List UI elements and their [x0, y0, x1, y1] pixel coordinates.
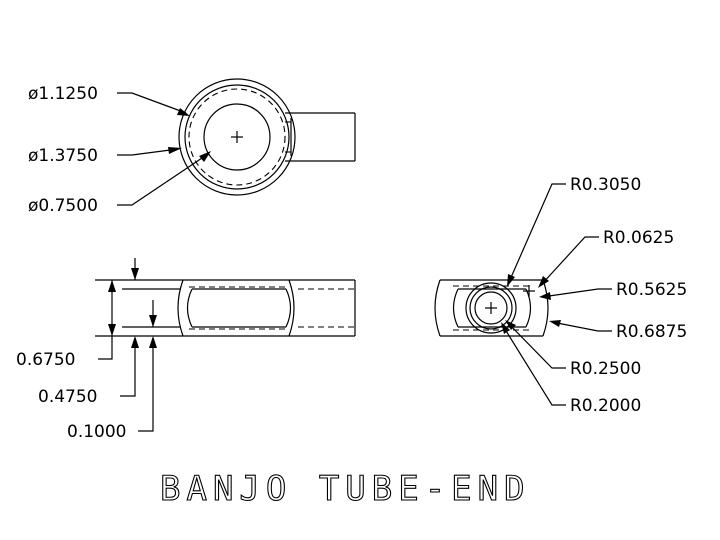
arrowhead: [539, 292, 551, 300]
leader-r1: [508, 183, 566, 283]
dim-radius-2: R0.0625: [603, 228, 674, 248]
arrowhead: [108, 280, 116, 292]
top-view: [117, 78, 356, 206]
arrowhead: [108, 324, 116, 336]
outer-bore-circle: [465, 282, 517, 334]
hidden-groove-circle: [188, 88, 286, 186]
right-inner-arc: [525, 288, 532, 328]
left-boss-arc: [177, 279, 184, 337]
leader-r5: [507, 322, 566, 369]
arrowhead: [501, 322, 510, 334]
dim-radius-5: R0.2500: [570, 359, 641, 379]
leader-r3: [541, 288, 612, 298]
dim-height-2: 0.4750: [38, 387, 97, 407]
dim-dia-2: ø1.3750: [28, 146, 98, 166]
dim-dia-1: ø1.1250: [28, 84, 98, 104]
leader-r6: [502, 325, 566, 406]
arrowhead: [507, 274, 515, 287]
leader-r2: [540, 236, 599, 286]
arrowhead: [199, 151, 211, 162]
left-outer-arc: [434, 279, 441, 337]
right-inner-arc: [285, 288, 292, 328]
arrowhead: [549, 320, 561, 327]
dim-radius-1: R0.3050: [570, 175, 641, 195]
leader-h1: [98, 336, 113, 360]
right-boss-arc: [288, 279, 295, 337]
arrowhead: [131, 336, 139, 348]
right-outer-arc: [542, 279, 549, 337]
end-view: [434, 183, 612, 406]
leader-h2: [120, 338, 136, 397]
inner-bore-circle: [474, 291, 508, 325]
arrowhead: [131, 268, 139, 280]
left-inner-arc: [452, 288, 459, 328]
arrowhead: [149, 315, 157, 327]
outer-circle: [178, 78, 296, 196]
leader-d1: [117, 92, 187, 114]
dim-dia-3: ø0.7500: [28, 196, 98, 216]
dim-height-1: 0.6750: [16, 350, 75, 370]
bore-circle: [203, 103, 271, 171]
dim-radius-4: R0.6875: [616, 322, 687, 342]
arrowhead: [168, 147, 182, 154]
dim-height-3: 0.1000: [67, 422, 126, 442]
left-inner-arc: [186, 288, 193, 328]
mid-bore-circle: [469, 286, 513, 330]
inner-ring-circle: [184, 84, 290, 190]
arrowhead: [538, 276, 549, 288]
leader-d3: [117, 153, 209, 206]
arrowhead: [177, 108, 190, 116]
arrowhead: [149, 336, 157, 348]
leader-h3: [138, 338, 154, 432]
drawing-title: BANJO TUBE-END: [160, 469, 531, 509]
leader-d2: [117, 148, 179, 156]
side-view: [95, 258, 356, 432]
arrowhead: [505, 320, 516, 330]
leader-r4: [551, 321, 612, 332]
dim-radius-6: R0.2000: [570, 396, 641, 416]
dim-radius-3: R0.5625: [616, 280, 687, 300]
